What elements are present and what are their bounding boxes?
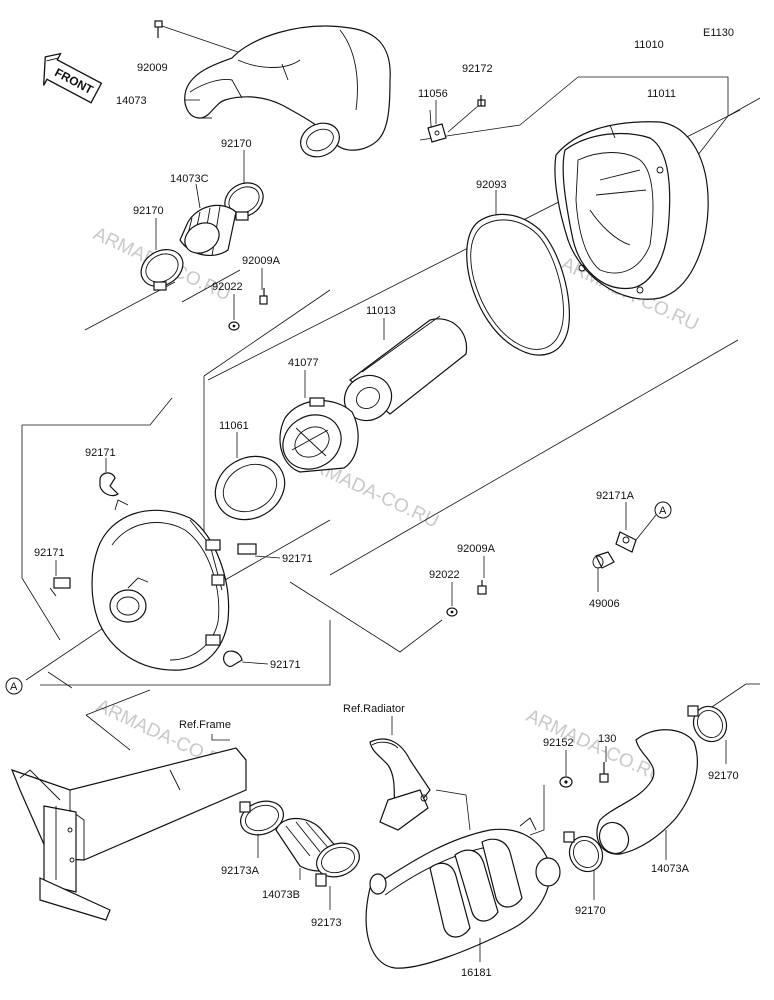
part-92170-clamp-left[interactable] <box>134 242 189 293</box>
label-92173[interactable]: 92173 <box>311 917 342 929</box>
part-92171-clip-b-icon[interactable] <box>49 577 71 597</box>
label-11056[interactable]: 11056 <box>418 88 448 100</box>
part-130-bolt-icon[interactable] <box>599 762 609 783</box>
label-92171-d[interactable]: 92171 <box>270 659 301 671</box>
part-labels: 92009 14073 92170 14073C 92170 92009A 92… <box>34 39 739 979</box>
callout-a-left: A <box>5 677 23 695</box>
label-92009A-top[interactable]: 92009A <box>242 255 281 267</box>
label-11061[interactable]: 11061 <box>219 420 249 432</box>
part-16181-resonator[interactable] <box>365 817 561 969</box>
label-92152[interactable]: 92152 <box>543 737 574 749</box>
label-14073B[interactable]: 14073B <box>262 889 300 901</box>
label-92170-bottom[interactable]: 92170 <box>575 905 606 917</box>
callout-a-left-text: A <box>10 681 18 693</box>
label-92171-b[interactable]: 92171 <box>34 547 65 559</box>
ref-radiator-drawing <box>369 738 431 831</box>
label-11010[interactable]: 11010 <box>634 39 664 51</box>
label-92009[interactable]: 92009 <box>137 62 168 74</box>
label-92170-left[interactable]: 92170 <box>133 205 164 217</box>
label-11013[interactable]: 11013 <box>366 305 396 317</box>
label-92009A-mid[interactable]: 92009A <box>457 543 496 555</box>
label-14073A[interactable]: 14073A <box>651 863 690 875</box>
part-92170-clamp-right[interactable] <box>687 700 733 747</box>
label-14073[interactable]: 14073 <box>116 95 147 107</box>
part-92093-gasket[interactable] <box>466 213 570 356</box>
label-92171A[interactable]: 92171A <box>596 490 635 502</box>
label-41077[interactable]: 41077 <box>288 357 319 369</box>
label-16181[interactable]: 16181 <box>461 967 492 979</box>
label-ref-frame: Ref.Frame <box>179 719 231 731</box>
part-11013-filter-element[interactable] <box>336 315 468 429</box>
part-92170-clamp-bottom[interactable] <box>563 830 609 877</box>
part-92009-bolt-icon[interactable] <box>154 20 163 38</box>
label-92171-c[interactable]: 92171 <box>282 553 313 565</box>
label-49006[interactable]: 49006 <box>589 598 620 610</box>
label-92170-right[interactable]: 92170 <box>708 770 739 782</box>
part-air-box-cover[interactable] <box>91 499 230 671</box>
label-92171-a[interactable]: 92171 <box>85 447 116 459</box>
callout-a-right-text: A <box>659 505 667 517</box>
label-92172[interactable]: 92172 <box>462 63 493 75</box>
label-130[interactable]: 130 <box>598 733 616 745</box>
part-14073A-hose[interactable] <box>594 729 698 859</box>
part-92171A-clamp-icon[interactable] <box>615 531 637 553</box>
part-11011-air-box-housing[interactable] <box>554 121 709 300</box>
part-92173-clamp[interactable] <box>312 837 364 887</box>
part-92022-washer-top-icon[interactable] <box>228 321 240 331</box>
part-92009A-bolt-top-icon[interactable] <box>259 288 268 305</box>
part-92171-clip-a-icon[interactable] <box>99 472 119 497</box>
part-14073-intake-duct[interactable] <box>184 25 391 163</box>
label-ref-radiator: Ref.Radiator <box>343 703 405 715</box>
part-92022-washer-mid-icon[interactable] <box>446 607 458 617</box>
part-49006-drain-cap-icon[interactable] <box>592 551 615 569</box>
label-92170-top[interactable]: 92170 <box>221 138 252 150</box>
callout-a-right: A <box>654 501 672 519</box>
part-92173A-clamp[interactable] <box>236 795 288 840</box>
label-92022-top[interactable]: 92022 <box>212 281 243 293</box>
part-92171-clip-c-icon[interactable] <box>237 543 257 555</box>
part-11056-bracket-icon[interactable] <box>427 123 447 143</box>
label-92093[interactable]: 92093 <box>476 179 507 191</box>
label-11011[interactable]: 11011 <box>647 88 676 100</box>
label-14073C[interactable]: 14073C <box>170 173 209 185</box>
diagram-code: E1130 <box>703 27 734 39</box>
part-92172-screw-icon[interactable] <box>477 95 486 107</box>
label-leaders <box>55 99 727 962</box>
part-92009A-bolt-mid-icon[interactable] <box>477 580 487 595</box>
part-92170-clamp-upper[interactable] <box>219 176 270 224</box>
part-14073C-boot[interactable] <box>179 204 237 259</box>
front-arrow-icon: FRONT <box>43 52 103 104</box>
part-11061-seal-ring[interactable] <box>204 444 296 532</box>
part-41077-filter-holder[interactable] <box>273 397 359 480</box>
part-92152-washer-icon[interactable] <box>559 776 573 788</box>
label-92022-mid[interactable]: 92022 <box>429 569 460 581</box>
label-92173A[interactable]: 92173A <box>221 865 260 877</box>
part-92171-clip-d-icon[interactable] <box>223 650 243 667</box>
ref-frame-drawing <box>10 747 247 921</box>
